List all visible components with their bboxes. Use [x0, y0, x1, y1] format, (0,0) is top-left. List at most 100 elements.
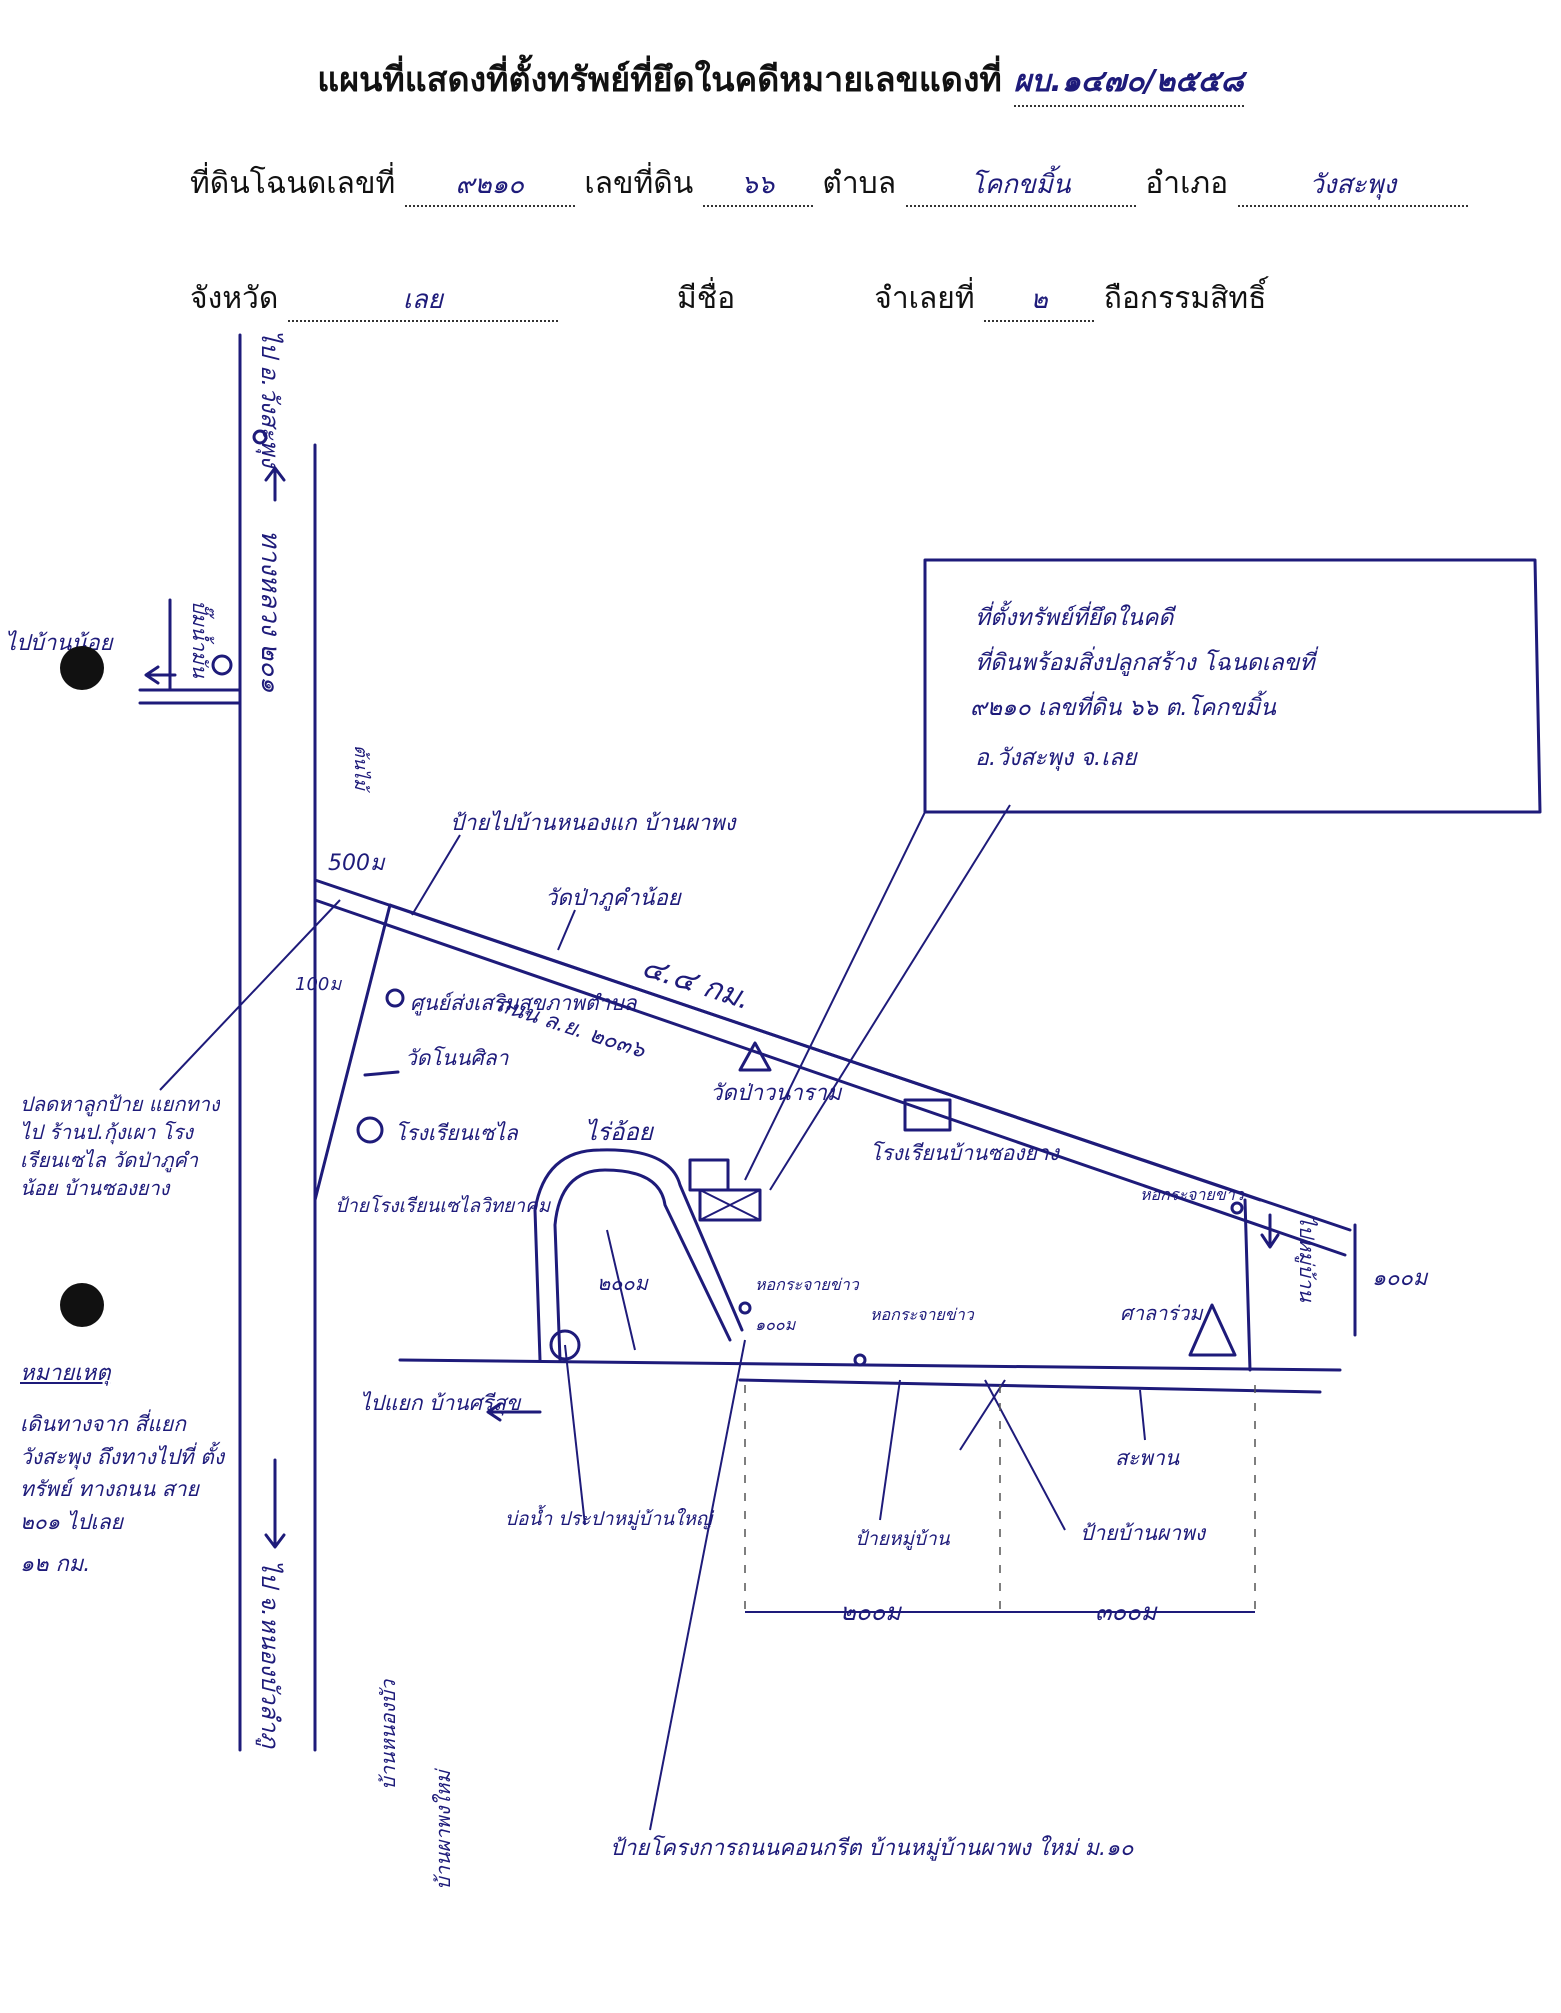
road-to-village-label: ไปแยก บ้านศรีสุข — [360, 1391, 522, 1416]
distance-200m-label: ๒๐๐ม — [597, 1271, 650, 1295]
subdistrict-value: โคกขมิ้น — [905, 164, 1136, 207]
gas-station-marker — [211, 654, 233, 676]
bottom-sign-label: ป้ายโครงการถนนคอนกรีต บ้านหมู่บ้านผาพง ใ… — [610, 1835, 1134, 1861]
box-text-line-4: อ.วังสะพุง จ.เลย — [975, 745, 1138, 771]
title-deed-label: ที่ดินโฉนดเลขที่ — [190, 166, 396, 201]
debtor-no-label: จำเลยที่ — [874, 281, 975, 316]
bridge-pointer — [1139, 1389, 1146, 1441]
village-road-right — [1243, 1198, 1252, 1372]
school-sign-label: ป้ายโรงเรียนเซไลวิทยาคม — [335, 1194, 552, 1217]
page-title: แผนที่แสดงที่ตั้งทรัพย์ที่ยึดในคดีหมายเล… — [0, 52, 1561, 107]
land-no-label: เลขที่ดิน — [584, 166, 694, 201]
farm-label: ไร่อ้อย — [585, 1118, 655, 1146]
highway-arrow-north — [264, 466, 286, 502]
health-center-marker — [385, 988, 405, 1008]
water-tower-label: หอกระจายข่าว — [755, 1275, 860, 1294]
left-note-text: ปลดหาลูกป้าย แยกทางไป ร้านป.กุ้งเผา โรงเ… — [20, 1092, 220, 1200]
tower-north-label: หอกระจายข่าว — [1140, 1185, 1245, 1204]
remark-title: หมายเหตุ — [20, 1361, 111, 1386]
north-marker — [252, 429, 268, 445]
gas-station-label: ปั๊มน้ำมัน — [188, 600, 215, 679]
main-road-inner — [388, 903, 1262, 1202]
temple-wanaram-marker — [738, 1041, 772, 1072]
left-note: ปลดหาลูกป้าย แยกทางไป ร้านป.กุ้งเผา โรงเ… — [20, 1092, 220, 1200]
village-road-top — [398, 1358, 1342, 1372]
redaction-dot — [60, 646, 104, 690]
temple-nongsala-label: วัดโนนศิลา — [405, 1046, 510, 1070]
title-deed-value: ๙๒๑๐ — [404, 164, 575, 207]
inner-road-left — [313, 903, 392, 1202]
district-value: วังสะพุง — [1237, 164, 1468, 207]
school-bansong-marker — [903, 1098, 952, 1132]
school-bansong-label: โรงเรียนบ้านซองยาง — [870, 1141, 1061, 1165]
village-road-arrow-west — [486, 1402, 542, 1422]
dim-300-label: ๓๐๐ม — [1095, 1598, 1158, 1626]
right-arrow-down — [1260, 1213, 1280, 1249]
subdistrict-label: ตำบล — [822, 166, 897, 201]
box-text-line-2: ที่ดินพร้อมสิ่งปลูกสร้าง โฉนดเลขที่ — [975, 646, 1319, 676]
remark-block: หมายเหตุ เดินทางจาก สี่แยกวังสะพุง ถึงทา… — [20, 1361, 225, 1578]
bridge-label: สะพาน — [1115, 1446, 1180, 1470]
bottom-sign-pointer — [649, 1339, 746, 1831]
left-note-pointer — [159, 899, 341, 1091]
sign-pointer — [411, 834, 461, 916]
debtor-no-value: ๒ — [984, 279, 1095, 322]
school-label: โรงเรียนเซไล — [395, 1121, 519, 1145]
dim-100-label: ๑๐๐ม — [1372, 1266, 1429, 1291]
pavilion-label: ศาลาร่วม — [1120, 1301, 1204, 1325]
pavilion-marker — [1188, 1303, 1237, 1357]
province-label: จังหวัด — [190, 281, 279, 316]
water-tower-marker — [738, 1301, 752, 1315]
province-line: จังหวัด เลย มีชื่อ จำเลยที่ ๒ ถือกรรมสิท… — [190, 275, 1267, 322]
temple-wanaram-label: วัดป่าวนาราม — [710, 1081, 843, 1106]
school-marker — [356, 1116, 384, 1144]
property-box — [923, 558, 1542, 814]
village-road-sign-label: ป้ายหมู่บ้าน — [855, 1528, 951, 1550]
pond-pointer — [564, 1344, 586, 1526]
bottom-vertical-label-2: บ้านผาพงใหม่ — [431, 1767, 455, 1890]
to-village-west-label: ไปบ้านน้อย — [5, 630, 115, 656]
box-text-line-3: ๙๒๑๐ เลขที่ดิน ๖๖ ต.โคกขมิ้น — [970, 690, 1277, 721]
name-label: มีชื่อ — [676, 281, 736, 316]
remark-distance: ๑๒ กม. — [20, 1552, 91, 1578]
land-no-value: ๖๖ — [702, 164, 813, 207]
village-road-sign-pointer — [879, 1379, 901, 1521]
property-building — [688, 1158, 730, 1192]
highway-name-label: ทางหลวง ๒๐๑ — [255, 530, 285, 693]
dist-500m-label: 500ม — [328, 851, 386, 876]
bottom-vertical-label-1: บ้านหนองบัว — [376, 1678, 400, 1790]
sign-village-label: ป้ายบ้านผาพง — [1080, 1521, 1207, 1545]
west-arrow — [144, 665, 177, 685]
highway-south-label: ไป จ.หนองบัวลำภู — [255, 1560, 284, 1750]
deed-line: ที่ดินโฉนดเลขที่ ๙๒๑๐ เลขที่ดิน ๖๖ ตำบล … — [190, 160, 1468, 207]
health-center-label: ศูนย์ส่งเสริมสุขภาพตำบล — [410, 991, 638, 1016]
farm-loop-outer — [533, 1148, 744, 1362]
tower-north-marker — [1230, 1201, 1244, 1215]
temple-near-pointer — [557, 909, 576, 951]
title-text: แผนที่แสดงที่ตั้งทรัพย์ที่ยึดในคดีหมายเล… — [317, 60, 1002, 100]
highway-arrow-south — [264, 1458, 286, 1549]
temple-near-label: วัดป่าภูคำน้อย — [545, 886, 683, 911]
main-road-bottom — [313, 898, 1347, 1257]
redaction-dot — [60, 1283, 104, 1327]
village-road-bottom — [738, 1378, 1322, 1394]
dim-200-label: ๒๐๐ม — [840, 1598, 902, 1626]
box-text-line-1: ที่ตั้งทรัพย์ที่ยึดในคดี — [975, 600, 1176, 631]
water-tower-2-label: หอกระจายข่าว — [870, 1305, 975, 1324]
district-label: อำเภอ — [1145, 166, 1229, 201]
farm-loop-inner — [553, 1168, 732, 1362]
ownership-label: ถือกรรมสิทธิ์ — [1103, 281, 1267, 316]
province-value: เลย — [287, 279, 558, 322]
pond-label: บ่อน้ำ ประปาหมู่บ้านใหญ่ — [505, 1504, 715, 1530]
dist-100m-label: 100ม — [295, 974, 342, 995]
farm-dimension-line — [606, 1229, 636, 1351]
pole-label: ต้นไม้ — [350, 745, 372, 794]
right-sign-label: ไปหมู่บ้าน — [1294, 1215, 1319, 1303]
sign-village-pointer — [984, 1379, 1066, 1531]
case-number: ผบ.๑๔๗๐/๒๕๕๘ — [1013, 58, 1244, 107]
road-length-label: ๔.๔ กม. — [638, 949, 755, 1017]
pond-marker — [549, 1329, 581, 1361]
highway-north-label: ไป อ.วังสะพุง — [255, 330, 284, 470]
remark-body: เดินทางจาก สี่แยกวังสะพุง ถึงทางไปที่ ตั… — [20, 1412, 225, 1534]
temple-nongsala-pointer — [363, 1070, 400, 1077]
